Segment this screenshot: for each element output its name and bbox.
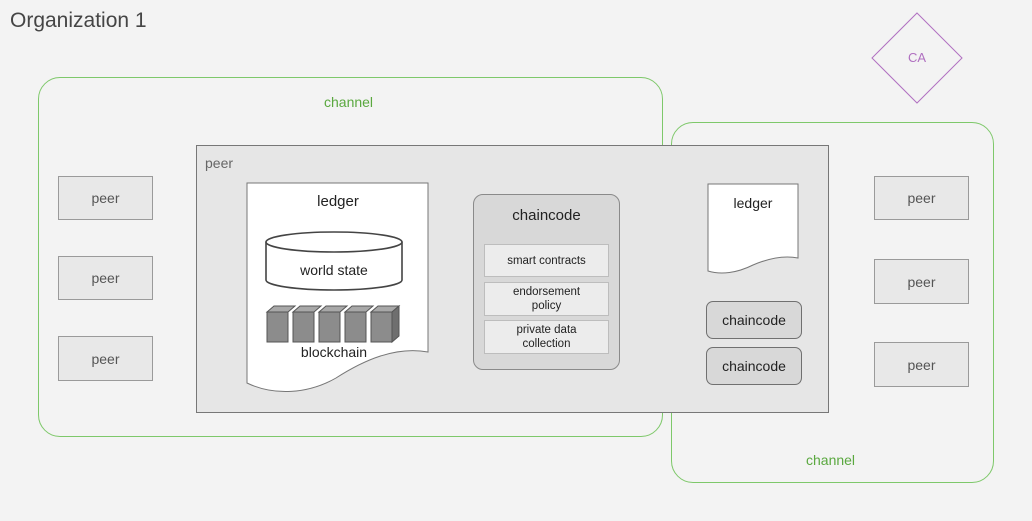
peer-node-left-1[interactable]: peer	[58, 176, 153, 220]
second-ledger-title: ledger	[734, 195, 773, 211]
world-state-database-icon	[265, 231, 403, 291]
blockchain-label: blockchain	[301, 344, 367, 360]
ca-diamond-shape	[871, 12, 963, 104]
main-peer-label: peer	[205, 155, 234, 171]
ca-diamond[interactable]: CA	[870, 11, 964, 105]
organization-title: Organization 1	[10, 9, 147, 32]
peer-node-right-2[interactable]: peer	[874, 259, 969, 304]
endorsement-policy-item[interactable]: endorsement policy	[484, 282, 609, 316]
peer-node-right-1[interactable]: peer	[874, 176, 969, 220]
peer-node-left-3[interactable]: peer	[58, 336, 153, 381]
smart-contracts-item[interactable]: smart contracts	[484, 244, 609, 277]
chaincode-panel[interactable]: chaincode smart contracts endorsement po…	[473, 194, 620, 370]
blockchain-blocks-icon	[265, 304, 401, 344]
channel-right-label: channel	[806, 452, 856, 468]
second-ledger-shape	[707, 183, 799, 274]
ca-label: CA	[908, 50, 926, 65]
peer-node-right-3[interactable]: peer	[874, 342, 969, 387]
ledger-title: ledger	[317, 193, 359, 210]
second-ledger-document[interactable]: ledger	[707, 183, 801, 276]
chaincode-title: chaincode	[512, 207, 581, 224]
chaincode-box-2[interactable]: chaincode	[706, 347, 802, 385]
channel-left-label: channel	[324, 94, 374, 110]
peer-node-left-2[interactable]: peer	[58, 256, 153, 300]
chaincode-box-1[interactable]: chaincode	[706, 301, 802, 339]
private-data-collection-item[interactable]: private data collection	[484, 320, 609, 354]
world-state-label: world state	[299, 262, 368, 278]
ledger-document[interactable]: ledger world state blockchain	[246, 182, 430, 397]
